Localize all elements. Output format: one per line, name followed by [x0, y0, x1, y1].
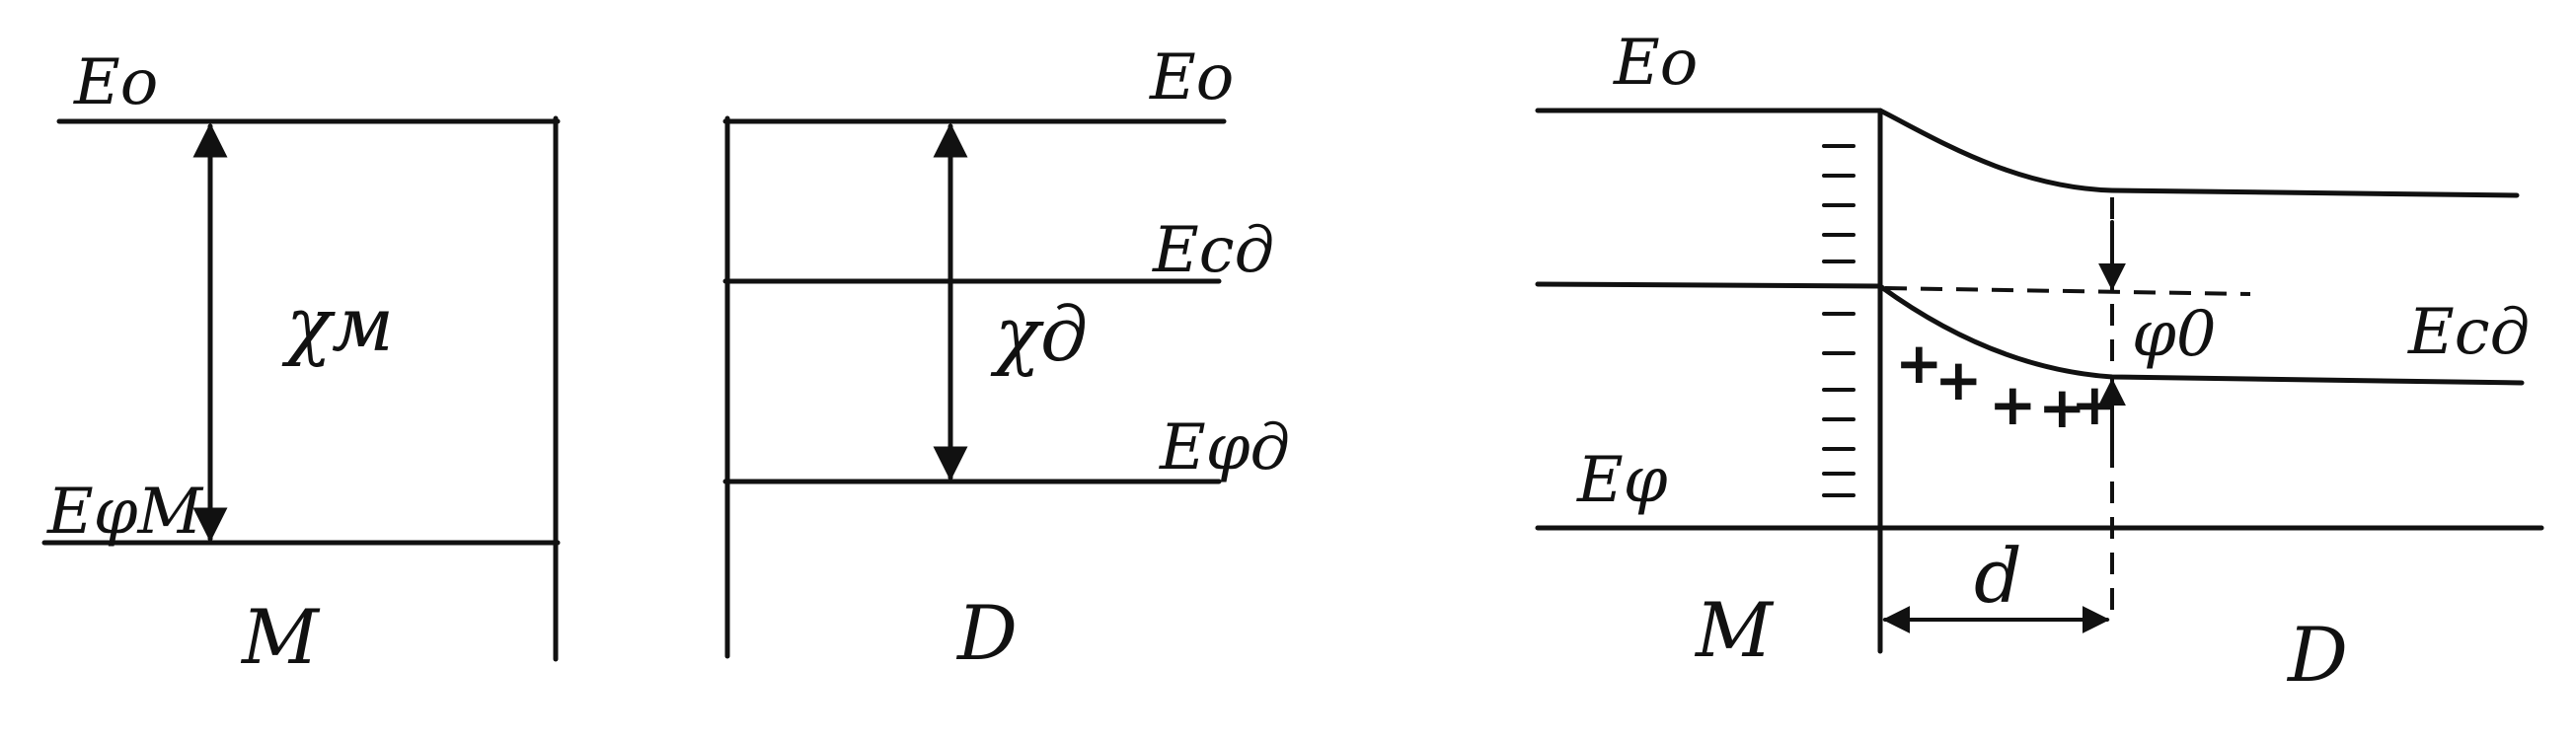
contact-conduction-band-label: Ecд — [2407, 296, 2530, 369]
plus-charge: + — [2038, 374, 2086, 441]
contact-metal-label: M — [1694, 586, 1775, 674]
contact-width-label: d — [1974, 532, 2022, 620]
negative-charges — [1822, 144, 1856, 497]
dielectric-panel: Eo Ecд χд Eφд D — [722, 41, 1290, 677]
dielectric-affinity-label: χд — [990, 290, 1088, 378]
dielectric-vacuum-level-label: Eo — [1149, 41, 1234, 114]
contact-barrier-label: φ0 — [2132, 298, 2217, 371]
contact-vacuum-level-curve — [1535, 108, 2520, 198]
plus-charge: + — [1934, 346, 1983, 413]
plus-charge: + — [2071, 371, 2119, 438]
plus-charge: + — [1895, 330, 1943, 397]
metal-fermi-level-label: EφM — [46, 476, 204, 549]
contact-panel: + + + + + Eo φ0 Ecд Eφ d M D — [1535, 27, 2544, 699]
contact-reference-dashed-line — [1884, 286, 2251, 296]
dielectric-conduction-band-label: Ecд — [1152, 214, 1274, 287]
contact-fermi-level-label: Eφ — [1576, 444, 1668, 517]
metal-work-function-label: χм — [281, 280, 394, 368]
metal-panel: Eo χм EφM M — [41, 46, 561, 681]
positive-charges: + + + + + — [1895, 330, 2119, 441]
plus-charge: + — [1989, 371, 2037, 438]
dielectric-material-label: D — [955, 589, 1018, 677]
contact-conduction-band-curve — [1535, 281, 2525, 386]
metal-vacuum-level-label: Eo — [73, 46, 158, 119]
contact-dielectric-label: D — [2286, 611, 2348, 699]
contact-vacuum-level-label: Eo — [1613, 27, 1698, 100]
metal-material-label: M — [240, 593, 321, 681]
dielectric-fermi-level-label: Eφд — [1159, 411, 1290, 484]
